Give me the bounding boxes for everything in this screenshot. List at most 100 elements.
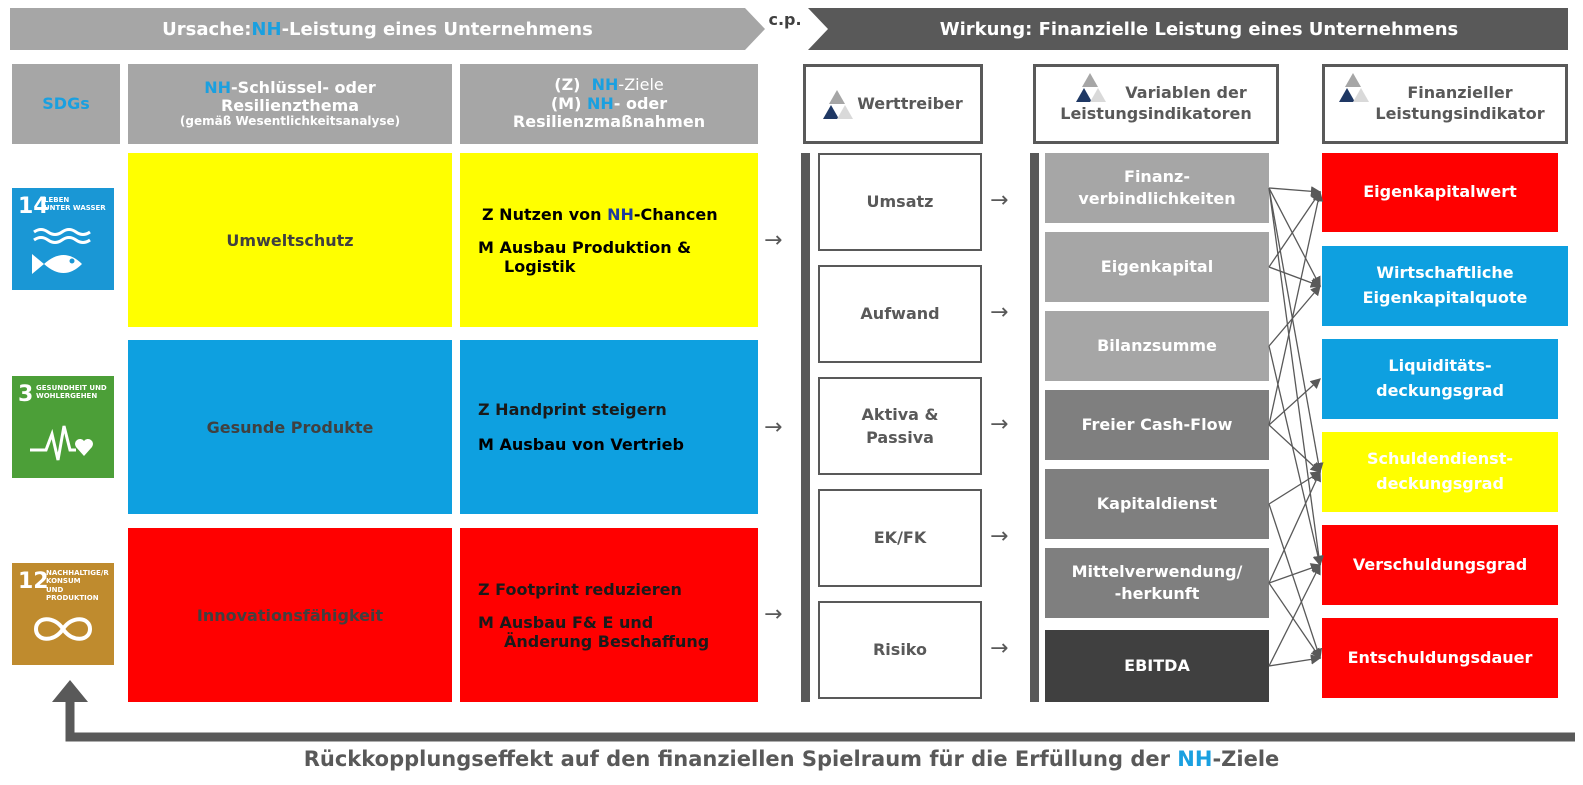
sdg-3-line2: WOHLERGEHEN	[36, 392, 98, 401]
theme-gesunde-produkte: Gesunde Produkte	[128, 340, 452, 514]
theme-header-nh: NH	[204, 77, 232, 97]
sdg-12-line3: UND PRODUKTION	[46, 585, 99, 603]
goals-header-m-suffix: - oder	[613, 93, 668, 113]
theme-header-line2: Resilienzthema	[220, 96, 360, 116]
connection-arrow	[1268, 654, 1322, 667]
kpi-6-line1: Entschuldungsdauer	[1347, 647, 1533, 667]
kpi-4-line2: deckungsgrad	[1376, 474, 1504, 493]
variablen-bracket-bar	[1030, 153, 1039, 702]
kpi-liquiditaetsdeckungsgrad: Liquiditäts-deckungsgrad	[1322, 339, 1558, 419]
werttreiber-header: Werttreiber	[803, 64, 983, 144]
variable-ebitda: EBITDA	[1045, 630, 1269, 702]
goals-header-line1: (Z) NH-Ziele	[554, 76, 663, 94]
feedback-loop-arrow	[52, 680, 1575, 742]
connection-arrow	[1268, 563, 1321, 667]
triangle-logo-icon	[1076, 73, 1106, 102]
werttreiber-ek-fk: EK/FK	[818, 489, 982, 587]
arrow-right-icon: →	[764, 415, 783, 440]
measure-gesunde-produkte: Z Handprint steigern M Ausbau von Vertri…	[460, 340, 758, 514]
werttreiber-aktiva-passiva: Aktiva &Passiva	[818, 377, 982, 475]
measure-2-action-line1: M Ausbau von Vertrieb	[478, 435, 684, 454]
triangle-logo-icon	[823, 90, 854, 119]
cause-banner-suffix: -Leistung eines Unternehmens	[281, 18, 593, 40]
sdg-14-line2: UNTER WASSER	[44, 204, 106, 213]
theme-header-line1: NH-Schlüssel- oder	[204, 77, 376, 97]
arrow-right-icon: →	[990, 188, 1009, 213]
werttreiber-risiko: Risiko	[818, 601, 982, 699]
variablen-header-line1: Variablen der	[1125, 83, 1247, 103]
goals-header-m-nh: NH	[586, 93, 614, 113]
arrow-right-icon: →	[764, 228, 783, 253]
arrow-right-icon: →	[990, 524, 1009, 549]
connection-arrow	[1268, 424, 1321, 473]
finanz-header-line1: Finanzieller	[1407, 83, 1513, 103]
goals-header-line2: (M) NH- oder	[551, 93, 668, 113]
measure-1-goal-nh: NH	[607, 204, 634, 224]
connection-arrow	[1268, 503, 1323, 660]
feedback-caption-nh: NH	[1177, 747, 1213, 771]
variable-5-line1: Kapitaldienst	[1096, 493, 1218, 513]
heartbeat-icon	[30, 425, 93, 461]
arrow-right-icon: →	[990, 636, 1009, 661]
fish-icon	[32, 228, 91, 274]
measure-innovationsfaehigkeit: Z Footprint reduzieren M Ausbau F& E und…	[460, 528, 758, 702]
variable-eigenkapital: Eigenkapital	[1045, 232, 1269, 302]
theme-header-line1-text: -Schlüssel- oder	[231, 77, 376, 97]
sdg-12-line1: NACHHALTIGE/R	[46, 569, 109, 577]
werttreiber-bracket-bar	[801, 153, 810, 702]
connection-arrow	[1268, 190, 1324, 426]
kpi-5-line1: Verschuldungsgrad	[1352, 554, 1528, 574]
goals-header: (Z) NH-Ziele (M) NH- oder Resilienzmaßna…	[460, 64, 758, 144]
sdg-14-line1: LEBEN	[44, 196, 70, 204]
effect-banner-shape	[808, 8, 1568, 50]
werttreiber-risiko-label: Risiko	[872, 640, 927, 660]
feedback-caption: Rückkopplungseffekt auf den finanziellen…	[0, 747, 1583, 771]
finanz-header-line2: Leistungsindikator	[1375, 104, 1545, 123]
werttreiber-ekfk-label: EK/FK	[873, 528, 927, 548]
sdg-3-line1: GESUNDHEIT UND	[36, 384, 107, 392]
connection-arrow	[1268, 187, 1321, 288]
kpi-entschuldungsdauer: Entschuldungsdauer	[1322, 618, 1558, 698]
variable-bilanzsumme: Bilanzsumme	[1045, 311, 1269, 381]
sdgs-header-label: SDGs	[42, 93, 90, 113]
variable-4-line1: Freier Cash-Flow	[1081, 414, 1233, 434]
werttreiber-aktiva-line2: Passiva	[866, 428, 934, 447]
variable-6-line1: Mittelverwendung/	[1071, 561, 1243, 581]
variable-6-line2: -herkunft	[1114, 584, 1200, 603]
werttreiber-aufwand-label: Aufwand	[860, 304, 940, 324]
connection-arrow	[1268, 266, 1322, 288]
measure-3-goal: Z Footprint reduzieren	[478, 579, 682, 599]
connection-arrow	[1268, 186, 1322, 197]
cause-banner-nh: NH	[251, 18, 282, 40]
connection-arrow	[1268, 471, 1322, 505]
connection-arrow	[1268, 285, 1321, 347]
arrow-right-icon: →	[764, 602, 783, 627]
connection-arrow	[1268, 378, 1321, 426]
kpi-2-line1: Wirtschaftliche	[1376, 263, 1514, 283]
arrow-right-icon: →	[990, 412, 1009, 437]
connection-arrow	[1268, 345, 1324, 567]
kpi-1-line1: Eigenkapitalwert	[1363, 182, 1517, 202]
variable-3-line1: Bilanzsumme	[1097, 335, 1217, 355]
cause-banner: Ursache: NH-Leistung eines Unternehmens	[10, 8, 745, 50]
variable-kapitaldienst: Kapitaldienst	[1045, 469, 1269, 539]
measure-umweltschutz: Z Nutzen von NH-Chancen M Ausbau Produkt…	[460, 153, 758, 327]
kpi-schuldendienstdeckungsgrad: Schuldendienst-deckungsgrad	[1322, 432, 1558, 512]
connection-arrow	[1268, 190, 1321, 268]
connection-arrow	[1268, 470, 1321, 584]
measure-1-goal-suffix: -Chancen	[633, 204, 718, 224]
feedback-caption-suffix: -Ziele	[1212, 747, 1280, 771]
theme-header: NH-Schlüssel- oder Resilienzthema (gemäß…	[128, 64, 452, 144]
sdg-14-number: 14	[18, 194, 49, 219]
variable-7-line1: EBITDA	[1124, 655, 1190, 675]
variablen-header-line2: Leistungsindikatoren	[1060, 104, 1252, 123]
measure-1-action-line2: Logistik	[504, 256, 576, 276]
connection-arrow	[1268, 582, 1321, 660]
